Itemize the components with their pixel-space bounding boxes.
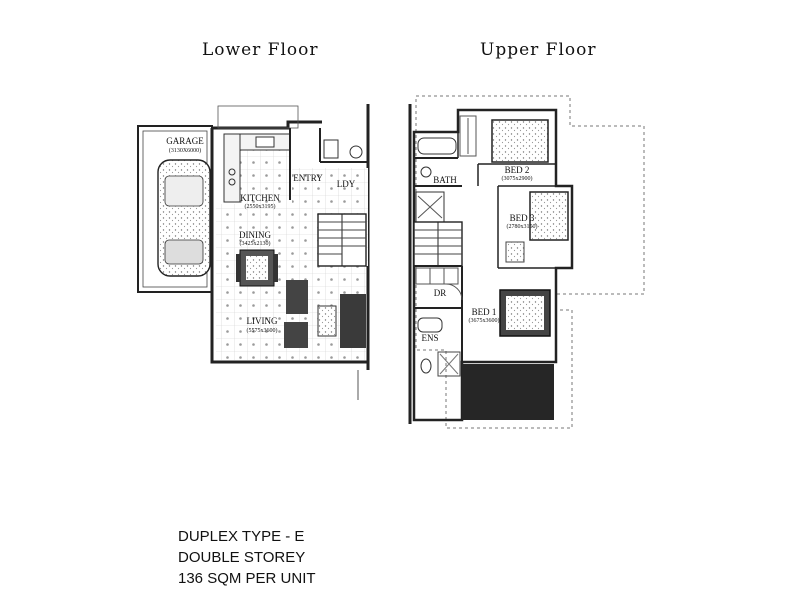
vanity-icon bbox=[417, 317, 443, 333]
bath-label: BATH bbox=[433, 175, 457, 185]
bed3-dims: (2780x3150) bbox=[507, 223, 538, 230]
dining-dims: (3425x2130) bbox=[240, 240, 271, 247]
toilet-icon bbox=[420, 358, 432, 374]
sofa-icon bbox=[340, 294, 366, 348]
stairs-upper bbox=[413, 221, 463, 267]
bed2-dims: (3075x2900) bbox=[502, 175, 533, 182]
upper-floor-plan bbox=[408, 95, 645, 429]
dr-label: DR bbox=[434, 288, 447, 298]
lower-floor-plan bbox=[137, 104, 370, 400]
bed2-label: BED 2 bbox=[505, 165, 530, 175]
dining-table-icon bbox=[236, 249, 278, 287]
duplex-type-text: DUPLEX TYPE - E bbox=[178, 528, 305, 545]
kitchen-dims: (2550x3195) bbox=[245, 203, 276, 210]
bed3-label: BED 3 bbox=[510, 213, 535, 223]
area-text: 136 SQM PER UNIT bbox=[178, 570, 316, 587]
toilet-icon bbox=[420, 166, 432, 178]
dining-label: DINING bbox=[239, 230, 271, 240]
kitchen-label: KITCHEN bbox=[240, 193, 280, 203]
garage-area bbox=[137, 125, 213, 293]
toilet-icon bbox=[323, 139, 339, 159]
living-label: LIVING bbox=[247, 316, 278, 326]
coffee-table-icon bbox=[317, 305, 337, 337]
armchair-icon bbox=[284, 322, 308, 348]
lower-floor-title: Lower Floor bbox=[202, 40, 319, 60]
storey-text: DOUBLE STOREY bbox=[178, 549, 306, 566]
garage-dims: (3130X6000) bbox=[169, 147, 201, 154]
bed-icon bbox=[529, 191, 569, 241]
ldy-label: LDY bbox=[337, 179, 356, 189]
ens-label: ENS bbox=[421, 333, 438, 343]
bed1-dims: (3675x3600) bbox=[469, 317, 500, 324]
upper-floor-title: Upper Floor bbox=[480, 40, 597, 60]
sink-icon bbox=[255, 136, 275, 148]
sofa-icon bbox=[286, 280, 308, 314]
bed-icon bbox=[491, 119, 549, 163]
stairs-lower bbox=[317, 213, 367, 267]
living-dims: (5575x3600) bbox=[247, 327, 278, 334]
entry-label: ENTRY bbox=[293, 173, 323, 183]
balcony-shading bbox=[462, 364, 554, 420]
bed1-label: BED 1 bbox=[472, 307, 497, 317]
garage-label: GARAGE bbox=[166, 136, 204, 146]
vanity-icon bbox=[417, 137, 457, 155]
